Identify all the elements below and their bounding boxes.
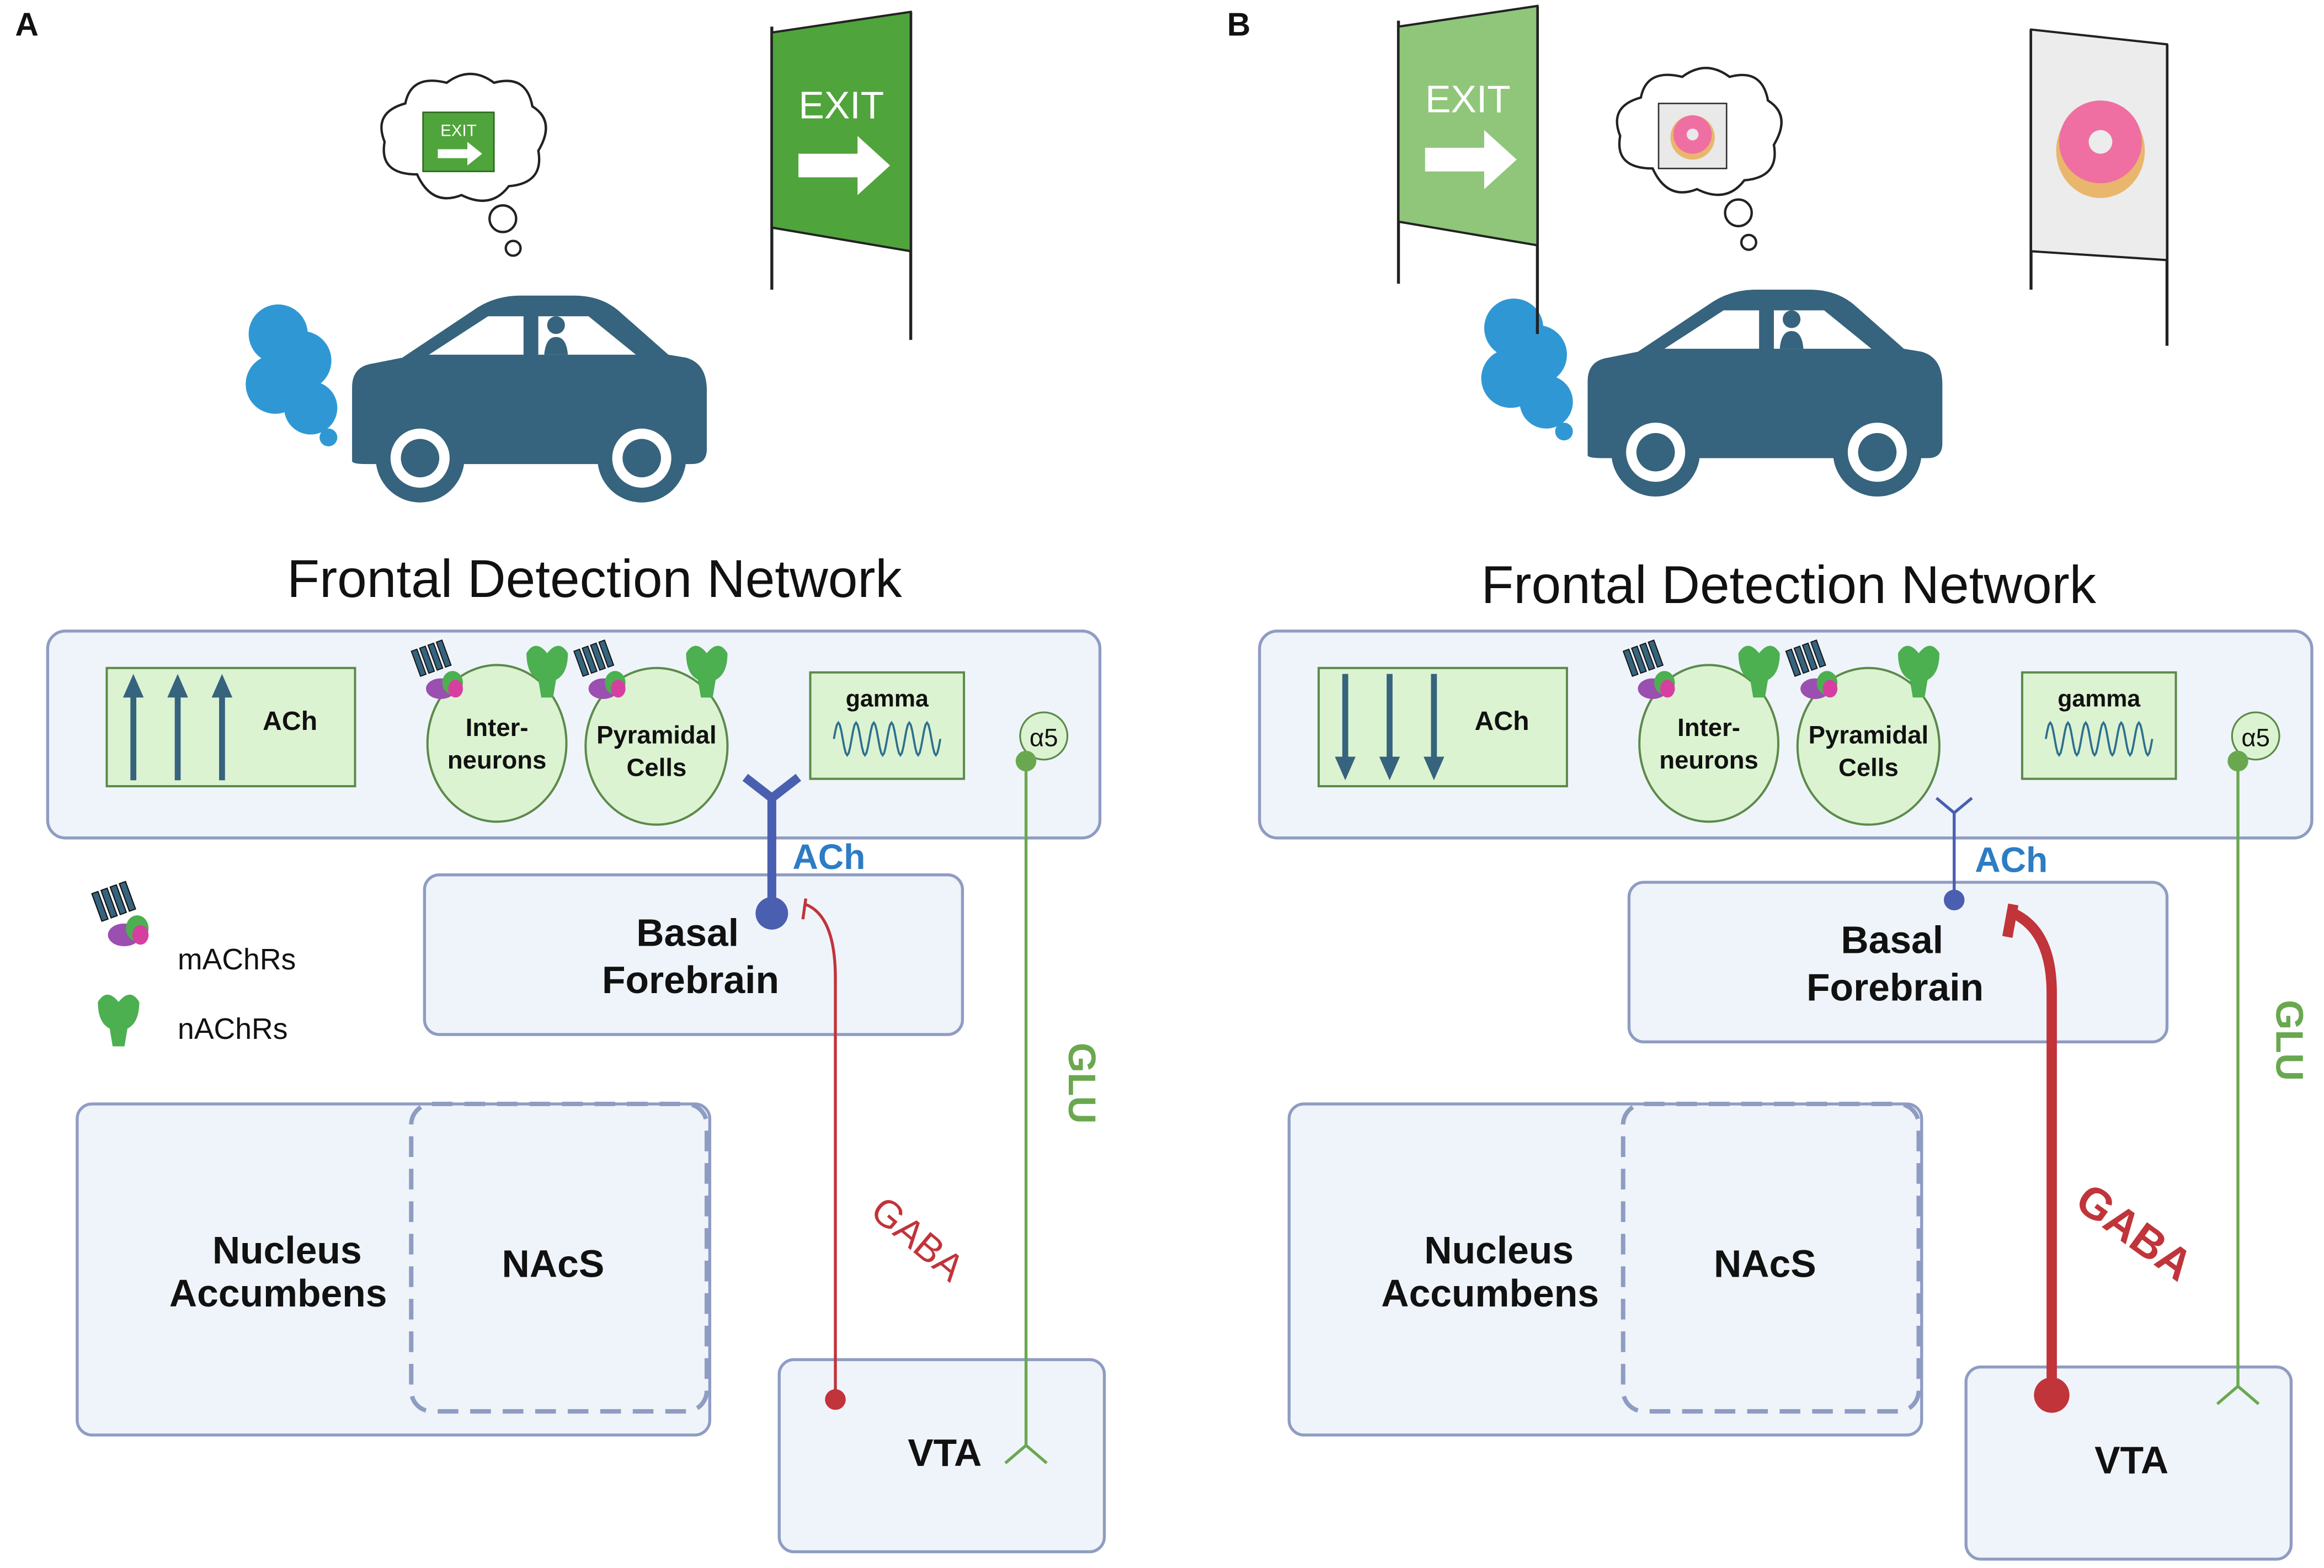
exit-sign-text: EXIT xyxy=(1425,78,1511,121)
glu-synapse-fork xyxy=(2216,1384,2260,1405)
vta-box xyxy=(1964,1366,2293,1561)
ach-synapse-fork xyxy=(1935,797,1973,815)
thought-donut-hole xyxy=(1686,129,1699,141)
panel-label: A xyxy=(15,7,39,42)
interneurons-label-1: Inter- xyxy=(466,713,529,742)
gaba-label: GABA xyxy=(2067,1174,2202,1291)
network-title: Frontal Detection Network xyxy=(287,550,902,609)
interneurons-cell xyxy=(1638,664,1779,823)
interneurons-label-1: Inter- xyxy=(1677,713,1740,742)
nucleus-accumbens-box xyxy=(1287,1102,1923,1437)
nucleus-accumbens-label-1: Nucleus xyxy=(1424,1229,1574,1272)
car-icon xyxy=(1587,290,1943,497)
alpha5-receptor xyxy=(2231,711,2280,761)
receptor-legend: mAChRs nAChRs xyxy=(91,881,296,1047)
basal-forebrain-label-1: Basal xyxy=(636,911,739,954)
pyramidal-label-1: Pyramidal xyxy=(596,721,717,749)
basal-forebrain-label-1: Basal xyxy=(1841,919,1943,962)
gaba-terminal-bulb xyxy=(825,1389,846,1410)
gaba-terminal-bulb xyxy=(2034,1377,2070,1413)
exit-arrow-icon xyxy=(798,136,891,195)
legend-nachr-label: nAChRs xyxy=(178,1013,287,1046)
exhaust-cloud xyxy=(1481,298,1573,441)
gaba-synapse-fork xyxy=(2002,903,2019,938)
alpha5-receptor xyxy=(1019,711,1069,761)
exhaust-shape xyxy=(246,304,338,446)
pyramidal-cell xyxy=(584,666,729,826)
ach-down-arrow-icon xyxy=(1335,674,1356,781)
glu-label: GLU xyxy=(1060,1043,1104,1124)
exit-sign-panel xyxy=(770,10,912,253)
glu-synapse-fork xyxy=(1004,1443,1048,1464)
interneurons-label-2: neurons xyxy=(1659,746,1758,774)
gamma-label: gamma xyxy=(2058,685,2141,712)
ach-down-arrow-icon xyxy=(1424,674,1444,781)
panel-label: B xyxy=(1227,7,1251,42)
pyramidal-label-1: Pyramidal xyxy=(1809,721,1929,749)
donut-hole xyxy=(2088,130,2113,154)
thought-exit-text: EXIT xyxy=(440,121,476,140)
car-shape xyxy=(352,295,707,503)
ach-level-label: ACh xyxy=(263,706,317,736)
ach-terminal-bulb xyxy=(1943,889,1965,911)
nucleus-accumbens-label-2: Accumbens xyxy=(169,1272,387,1315)
glu-label: GLU xyxy=(2268,1000,2311,1081)
gaba-label: GABA xyxy=(863,1188,973,1289)
car-icon xyxy=(352,295,707,503)
exhaust-shape xyxy=(1481,298,1573,441)
legend-machr-label: mAChRs xyxy=(178,943,296,976)
machr-shape xyxy=(91,881,150,947)
gaba-projection-line xyxy=(2011,908,2057,1395)
ach-synapse-fork xyxy=(742,774,801,804)
nacs-label: NAcS xyxy=(1714,1242,1816,1285)
ach-projection-label: ACh xyxy=(792,837,865,877)
vta-label: VTA xyxy=(2094,1439,2168,1482)
vta-box xyxy=(777,1358,1106,1554)
ach-projection-label: ACh xyxy=(1975,840,2048,879)
thought-arrow-icon xyxy=(438,142,482,166)
alpha5-label: α5 xyxy=(2241,724,2270,752)
interneurons-cell xyxy=(426,664,568,823)
gaba-synapse-fork xyxy=(801,898,808,920)
legend-nachr-icon xyxy=(98,994,140,1047)
ach-up-arrow-icon xyxy=(122,674,144,781)
ach-up-arrow-icon xyxy=(211,674,233,781)
interneurons-label-2: neurons xyxy=(447,746,547,774)
thought-exit-sign xyxy=(422,111,495,173)
network-title: Frontal Detection Network xyxy=(1481,556,2096,615)
ach-level-box xyxy=(1317,666,1568,788)
pyramidal-label-2: Cells xyxy=(1838,753,1899,781)
nucleus-accumbens-label-1: Nucleus xyxy=(212,1229,362,1272)
basal-forebrain-label-2: Forebrain xyxy=(602,958,779,1001)
ach-up-arrow-icon xyxy=(167,674,188,781)
ach-level-label: ACh xyxy=(1475,706,1529,736)
nachr-shape xyxy=(98,994,140,1047)
basal-forebrain-label-2: Forebrain xyxy=(1806,966,1984,1009)
ach-level-box xyxy=(105,666,356,788)
gamma-wave xyxy=(2044,721,2154,758)
nucleus-accumbens-label-2: Accumbens xyxy=(1381,1272,1599,1315)
legend-machr-icon xyxy=(91,881,150,947)
nucleus-accumbens-box xyxy=(76,1102,712,1437)
ach-down-arrow-icon xyxy=(1379,674,1400,781)
exit-arrow-icon xyxy=(1425,130,1517,189)
nacs-label: NAcS xyxy=(502,1242,605,1285)
vta-label: VTA xyxy=(908,1431,982,1474)
gamma-label: gamma xyxy=(846,685,929,712)
exhaust-cloud xyxy=(246,304,338,446)
ach-terminal-bulb xyxy=(755,897,788,930)
basal-forebrain-box xyxy=(423,873,964,1036)
alpha5-label: α5 xyxy=(1030,724,1058,752)
gaba-projection-line xyxy=(805,903,837,1400)
pyramidal-cell xyxy=(1796,666,1941,826)
car-shape xyxy=(1587,290,1943,497)
exit-sign-panel xyxy=(1397,4,1539,247)
pyramidal-label-2: Cells xyxy=(627,753,687,781)
basal-forebrain-box xyxy=(1627,881,2169,1044)
exit-sign-text: EXIT xyxy=(798,83,884,126)
gamma-wave xyxy=(833,721,942,758)
